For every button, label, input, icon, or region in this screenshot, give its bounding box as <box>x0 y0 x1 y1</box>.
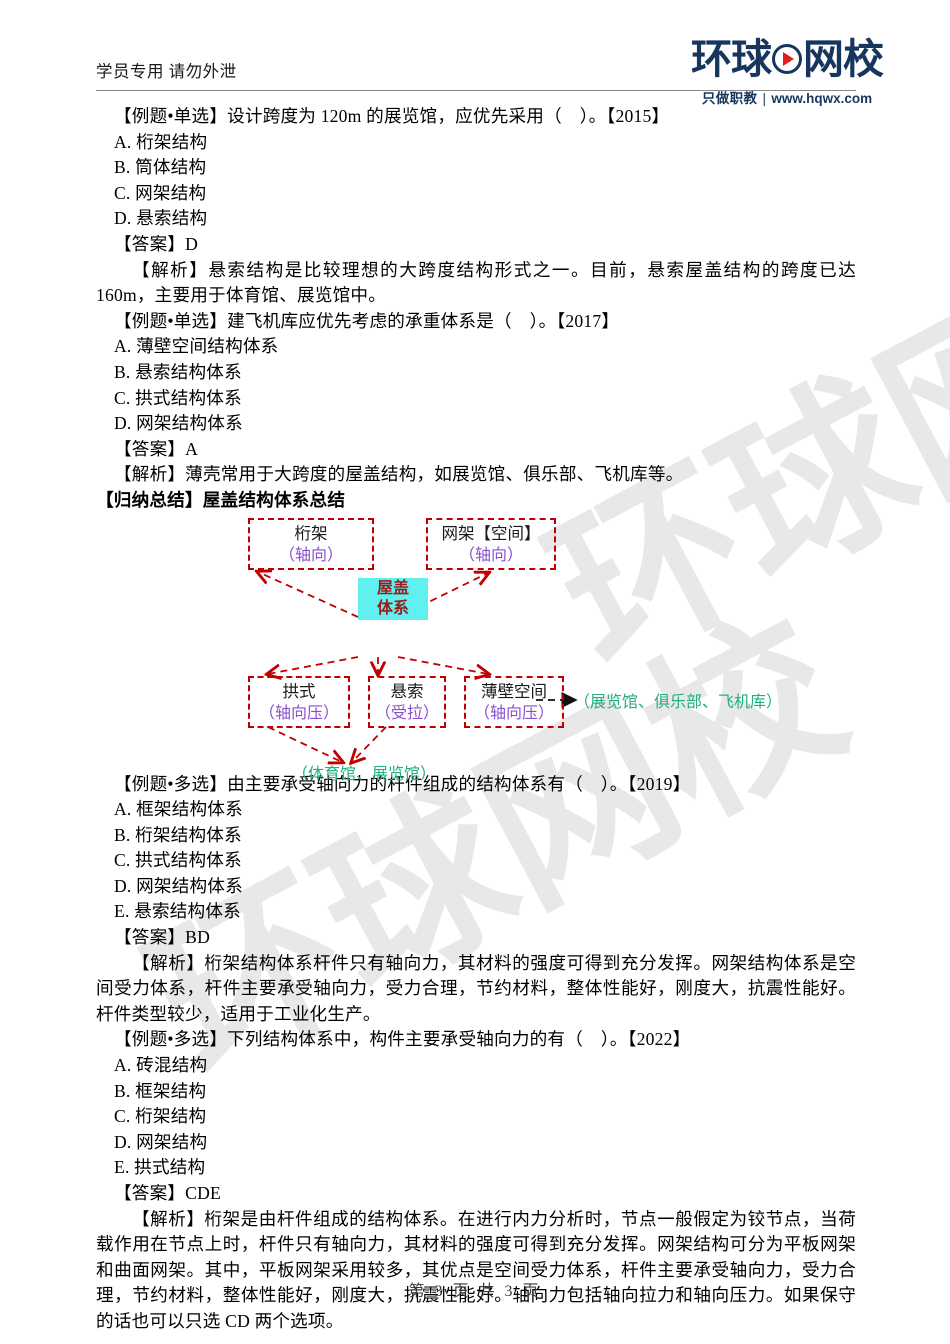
question-option: A. 薄壁空间结构体系 <box>114 336 279 357</box>
diagram-box-note: （受拉） <box>374 704 439 722</box>
summary-heading: 【归纳总结】屋盖结构体系总结 <box>96 489 346 510</box>
question-analysis: 【解析】桁架是由杆件组成的结构体系。在进行内力分析时，节点一般假定为铰节点，当荷… <box>96 1208 856 1331</box>
document-content: 【例题•单选】设计跨度为 120m 的展览馆，应优先采用（ ）。【2015】 A… <box>96 104 856 1335</box>
diagram-box-title: 网架【空间】 <box>441 524 541 543</box>
question-option: C. 拱式结构体系 <box>114 387 242 408</box>
question-answer: 【答案】BD <box>114 927 211 948</box>
question-option: C. 拱式结构体系 <box>114 850 242 871</box>
question-option: B. 筒体结构 <box>114 157 207 178</box>
diagram-note-right: （展览馆、俱乐部、飞机库） <box>574 693 783 711</box>
logo-slogan: 只做职教 | www.hqwx.com <box>682 87 892 107</box>
question-option: D. 网架结构 <box>114 1131 208 1152</box>
diagram-box-arch: 拱式 （轴向压） <box>248 675 350 728</box>
question-answer: 【答案】CDE <box>114 1183 221 1203</box>
play-circle-icon <box>772 44 802 74</box>
diagram-box-space-grid: 网架【空间】 （轴向） <box>426 517 556 570</box>
diagram-box-title: 桁架 <box>294 524 328 543</box>
diagram-note-bottom: （体育馆、展览馆） <box>292 765 437 783</box>
question-answer: 【答案】D <box>114 233 199 254</box>
question-stem: 【例题•单选】设计跨度为 120m 的展览馆，应优先采用（ ）。【2015】 <box>114 106 670 126</box>
question-option: E. 拱式结构 <box>114 1157 206 1178</box>
page-number-text: 第 3 页 共 3 页 <box>408 1283 542 1300</box>
brand-logo: 环球 网校 只做职教 | www.hqwx.com <box>682 37 892 109</box>
question-option: C. 网架结构 <box>114 182 207 203</box>
diagram-box-note: （轴向） <box>458 546 523 564</box>
question-stem: 【例题•单选】建飞机库应优先考虑的承重体系是（ ）。【2017】 <box>114 310 620 331</box>
question-stem: 【例题•多选】由主要承受轴向力的杆件组成的结构体系有（ ）。【2019】 <box>114 773 691 794</box>
diagram-box-note: （轴向压） <box>258 704 339 722</box>
diagram-box-note: （轴向） <box>278 546 343 564</box>
question-option: A. 砖混结构 <box>114 1055 208 1076</box>
logo-text-left: 环球 <box>691 35 772 82</box>
question-stem: 【例题•多选】下列结构体系中，构件主要承受轴向力的有（ ）。【2022】 <box>114 1029 691 1050</box>
diagram-box-title: 拱式 <box>282 682 316 701</box>
diagram-box-thin-shell: 薄壁空间 （轴向压） <box>464 675 564 728</box>
question-option: A. 框架结构体系 <box>114 799 243 820</box>
question-answer: 【答案】A <box>114 438 199 459</box>
diagram-box-title: 悬索 <box>390 682 424 701</box>
roof-structure-diagram: 桁架 （轴向） 网架【空间】 （轴向） 屋盖 体系 拱式 （轴向压） 悬索 （受… <box>96 516 856 783</box>
diagram-box-title: 薄壁空间 <box>481 682 547 701</box>
question-option: B. 悬索结构体系 <box>114 361 242 382</box>
center-line-1: 屋盖 <box>376 579 409 597</box>
question-option: D. 悬索结构 <box>114 208 208 229</box>
header-divider <box>96 90 856 91</box>
diagram-box-note: （轴向压） <box>473 704 554 722</box>
diagram-box-truss: 桁架 （轴向） <box>248 517 374 570</box>
question-option: A. 桁架结构 <box>114 131 208 152</box>
question-analysis: 【解析】桁架结构体系杆件只有轴向力，其材料的强度可得到充分发挥。网架结构体系是空… <box>96 952 856 1024</box>
page-footer: 第 3 页 共 3 页 <box>0 1277 950 1301</box>
confidential-note: 学员专用 请勿外泄 <box>96 62 237 81</box>
logo-text-right: 网校 <box>803 35 884 82</box>
question-option: C. 桁架结构 <box>114 1106 207 1127</box>
question-analysis: 【解析】悬索结构是比较理想的大跨度结构形式之一。目前，悬索屋盖结构的跨度已达 1… <box>96 259 856 306</box>
logo-wordmark: 环球 网校 <box>682 37 892 81</box>
logo-url: www.hqwx.com <box>771 91 873 106</box>
question-option: D. 网架结构体系 <box>114 413 243 434</box>
center-line-2: 体系 <box>376 599 409 617</box>
logo-slogan-text: 只做职教 <box>701 91 758 106</box>
question-option: D. 网架结构体系 <box>114 875 243 896</box>
diagram-center-roof-system: 屋盖 体系 <box>358 577 428 620</box>
diagram-box-suspension: 悬索 （受拉） <box>368 675 446 728</box>
question-option: B. 框架结构 <box>114 1080 207 1101</box>
question-analysis: 【解析】薄壳常用于大跨度的屋盖结构，如展览馆、俱乐部、飞机库等。 <box>114 464 684 485</box>
logo-separator: | <box>762 91 767 106</box>
question-option: E. 悬索结构体系 <box>114 901 241 922</box>
question-option: B. 桁架结构体系 <box>114 824 242 845</box>
